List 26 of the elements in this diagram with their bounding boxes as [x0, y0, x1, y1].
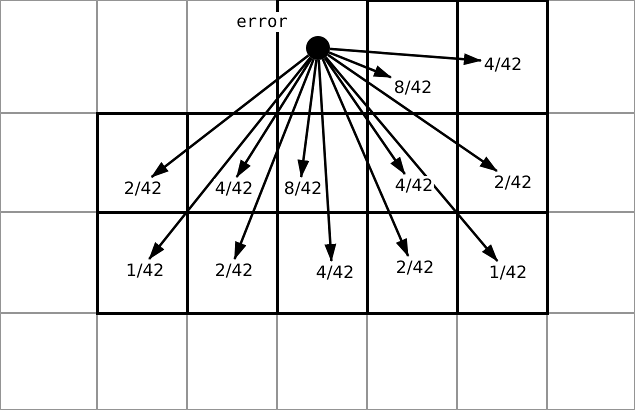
arrow — [236, 58, 313, 178]
weight-label: 4/42 — [394, 176, 434, 196]
weight-label: 8/42 — [282, 179, 324, 199]
weight-label: 4/42 — [314, 263, 356, 283]
arrow — [330, 48, 482, 66]
weight-label: 2/42 — [492, 173, 534, 193]
arrow — [327, 54, 498, 172]
weight-label: 1/42 — [124, 261, 166, 281]
error-label: error — [235, 12, 289, 32]
weight-label: 1/42 — [488, 263, 528, 283]
arrow — [150, 54, 310, 178]
arrow — [328, 51, 392, 78]
weight-label: 4/42 — [214, 179, 254, 199]
arrow — [233, 58, 315, 260]
weight-label: 2/42 — [214, 261, 254, 281]
weight-label: 2/42 — [394, 258, 436, 278]
weight-label: 4/42 — [482, 55, 524, 75]
weight-label: 8/42 — [392, 78, 434, 98]
arrow — [148, 56, 312, 260]
arrow — [297, 60, 318, 178]
weight-label: 2/42 — [122, 179, 164, 199]
arrow — [318, 60, 336, 262]
arrow — [324, 57, 406, 175]
arrow — [324, 56, 498, 262]
arrow — [322, 58, 410, 257]
error-dot — [306, 36, 330, 60]
